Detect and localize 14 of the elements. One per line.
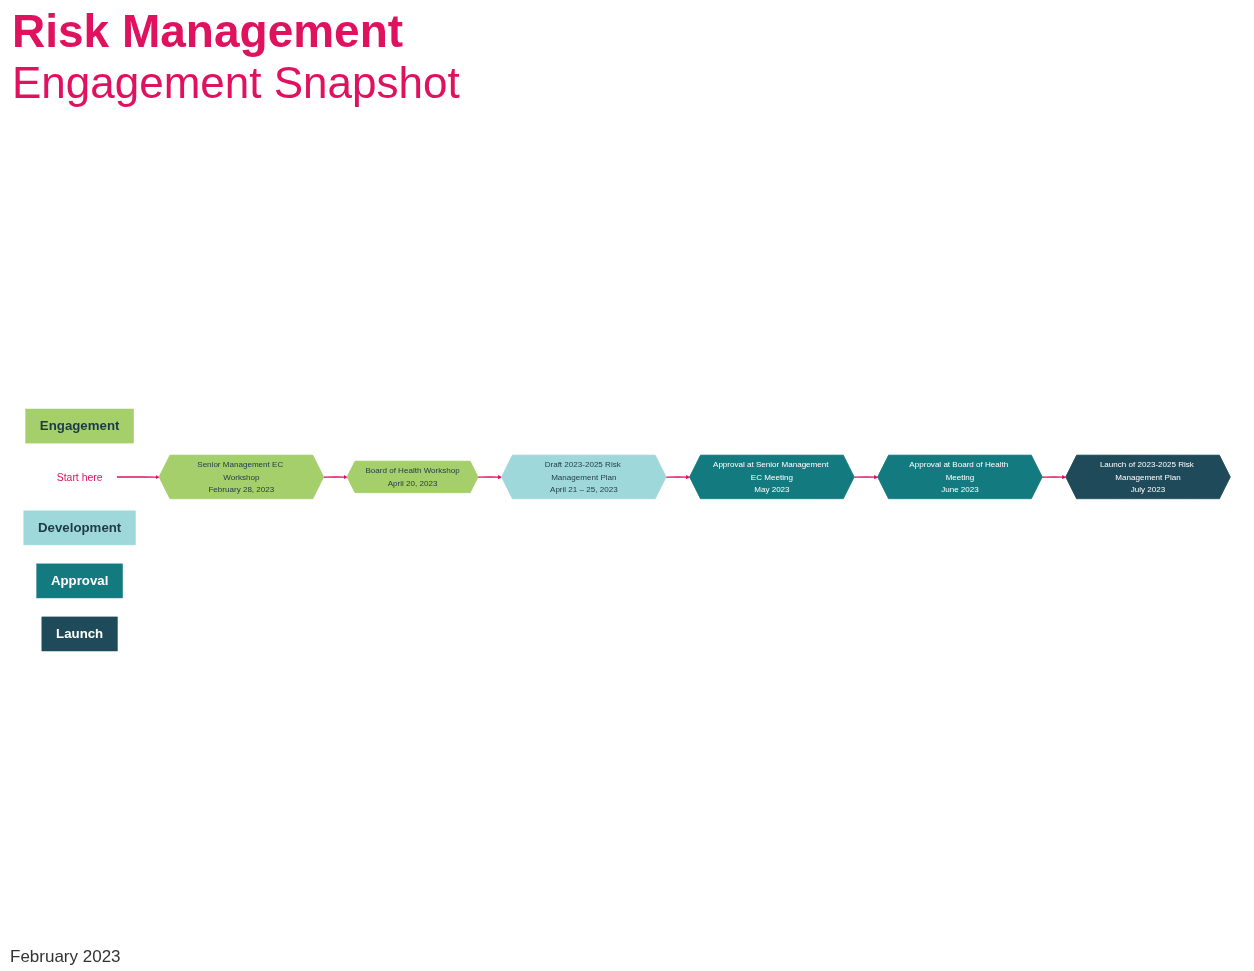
node-box: Engagement: [25, 408, 134, 444]
arrow: [323, 475, 348, 480]
title: Risk Management: [12, 4, 404, 58]
node-box: Launch: [41, 616, 118, 652]
node-box: Approval: [36, 563, 123, 599]
arrow: [477, 475, 503, 480]
arrow: [853, 475, 879, 480]
arrow: [1041, 475, 1067, 480]
node-text: Start here: [56, 471, 103, 483]
date-note: February 2023: [10, 947, 121, 966]
node-box: Development: [23, 510, 136, 546]
arrow: [665, 475, 691, 480]
subtitle: Engagement Snapshot: [12, 58, 460, 108]
arrow: [116, 475, 160, 480]
